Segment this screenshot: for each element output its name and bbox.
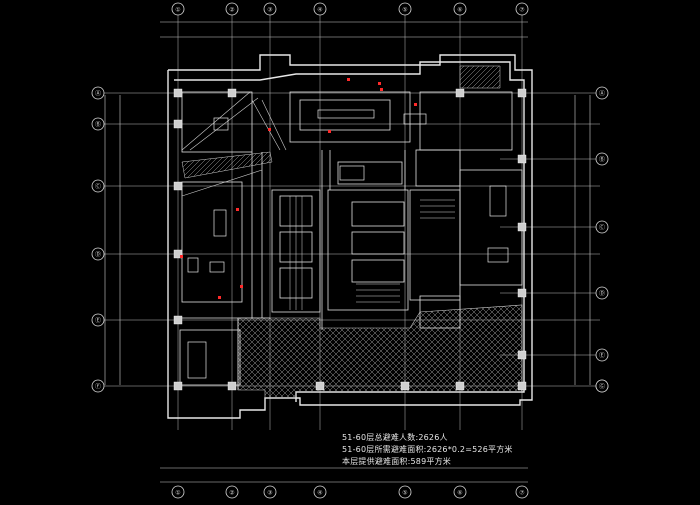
- grid-left-2-bubble: [91, 179, 105, 193]
- grid-top-5-label: ⑥: [457, 7, 462, 14]
- grid-left-0-label: Ⓐ: [95, 90, 101, 98]
- grid-bottom-0-bubble: [171, 485, 185, 499]
- grid-bottom-4-label: ⑤: [402, 490, 407, 497]
- nw-diagonals: [181, 91, 287, 197]
- grid-bottom-4-bubble: [398, 485, 412, 499]
- grid-left-2-label: Ⓒ: [95, 183, 101, 191]
- grid-bottom-5-bubble: [453, 485, 467, 499]
- structural-columns: [173, 88, 527, 391]
- grid-bottom-0-label: ①: [175, 490, 180, 497]
- grid-right-6-bubble: [595, 379, 609, 393]
- grid-left-4-label: Ⓔ: [95, 317, 101, 325]
- equipment-blocks: [187, 109, 509, 379]
- grid-top-1-label: ②: [229, 7, 234, 14]
- grid-bottom-2-label: ③: [267, 490, 272, 497]
- core-walls: [179, 91, 523, 390]
- grid-bottom-3-bubble: [313, 485, 327, 499]
- grid-bubbles: ①②③④⑤⑥⑦①②③④⑤⑥⑦ⒶⒷⒸⒹⒺⒻⒶⒷⒸⒹⒺⒻⒼ: [91, 2, 609, 499]
- grid-top-5-bubble: [453, 2, 467, 16]
- grid-top-3-bubble: [313, 2, 327, 16]
- grid-left-5-bubble: [91, 379, 105, 393]
- grid-bottom-3-label: ④: [317, 490, 322, 497]
- grid-top-2-label: ③: [267, 7, 272, 14]
- grid-right-2-label: Ⓒ: [599, 224, 605, 232]
- grid-left-5-label: Ⓕ: [95, 383, 101, 391]
- grid-right-3-label: Ⓓ: [599, 290, 605, 298]
- grid-top-2-bubble: [263, 2, 277, 16]
- grid-top-0-label: ①: [175, 7, 180, 14]
- grid-top-4-label: ⑤: [402, 7, 407, 14]
- grid-top-1-bubble: [225, 2, 239, 16]
- evac-note-2: 51-60层所需避难面积:2626*0.2=526平方米: [342, 445, 513, 454]
- grid-bottom-2-bubble: [263, 485, 277, 499]
- grid-bottom-6-label: ⑦: [519, 490, 524, 497]
- grid-right-1-bubble: [595, 152, 609, 166]
- red-markers: [180, 78, 417, 299]
- grid-bottom-6-bubble: [515, 485, 529, 499]
- grid-right-0-label: Ⓐ: [599, 90, 605, 98]
- grid-top-4-bubble: [398, 2, 412, 16]
- grid-left-1-label: Ⓑ: [95, 121, 101, 129]
- grid-right-6-label: Ⓖ: [599, 383, 605, 391]
- grid-left-4-bubble: [91, 313, 105, 327]
- stair-hatch-ne: [459, 65, 501, 89]
- grid-left-0-bubble: [91, 86, 105, 100]
- dimension-lines: [104, 21, 591, 483]
- corridor-hatch: [181, 151, 273, 179]
- stair-treads: [289, 196, 455, 310]
- grid-top-3-label: ④: [317, 7, 322, 14]
- grid-right-1-label: Ⓑ: [599, 156, 605, 164]
- grid-bottom-5-label: ⑥: [457, 490, 462, 497]
- grid-right-3-bubble: [595, 286, 609, 300]
- grid-left-3-bubble: [91, 247, 105, 261]
- evac-note-1: 51-60层总避难人数:2626人: [342, 433, 448, 442]
- grid-right-2-bubble: [595, 220, 609, 234]
- grid-left-3-label: Ⓓ: [95, 251, 101, 259]
- grid-right-0-bubble: [595, 86, 609, 100]
- grid-right-4-label: Ⓔ: [599, 352, 605, 360]
- grid-bottom-1-label: ②: [229, 490, 234, 497]
- grid-top-6-label: ⑦: [519, 7, 524, 14]
- grid-bottom-1-bubble: [225, 485, 239, 499]
- grid-top-6-bubble: [515, 2, 529, 16]
- refuge-area-hatch: [237, 304, 523, 399]
- evac-note-3: 本层提供避难面积:589平方米: [342, 457, 451, 466]
- grid-right-4-bubble: [595, 348, 609, 362]
- grid-top-0-bubble: [171, 2, 185, 16]
- grid-left-1-bubble: [91, 117, 105, 131]
